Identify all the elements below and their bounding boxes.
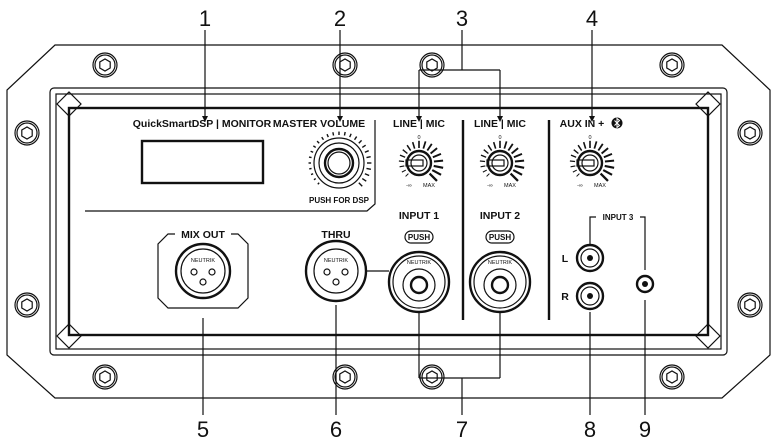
input3-label: INPUT 3	[603, 213, 634, 222]
neutrik-brand: NEUTRIK	[324, 258, 348, 264]
screw-icon	[14, 292, 40, 318]
xlr-thru[interactable]: NEUTRIK	[304, 239, 389, 303]
bevel-frame	[49, 87, 728, 356]
screw-icon	[419, 364, 445, 390]
screw-icon	[419, 52, 445, 78]
xlr-mix-out[interactable]: NEUTRIK	[174, 242, 232, 300]
knob-scale-min: -∞	[577, 183, 583, 189]
neutrik-brand: NEUTRIK	[488, 260, 512, 266]
push-label-1: PUSH	[408, 233, 430, 242]
callout-9: 9	[639, 417, 651, 442]
callout-3: 3	[456, 6, 468, 31]
callout-6: 6	[330, 417, 342, 442]
dsp-section-border	[85, 120, 376, 212]
input3-bracket	[589, 216, 646, 270]
neutrik-brand: NEUTRIK	[407, 260, 431, 266]
inner-frame	[55, 93, 722, 350]
screw-icon	[332, 364, 358, 390]
callout-4: 4	[586, 6, 598, 31]
outer-frame	[6, 44, 771, 399]
screw-icon	[659, 364, 685, 390]
screw-icon	[659, 52, 685, 78]
callout-lines	[202, 30, 646, 415]
push-release-1[interactable]	[404, 230, 434, 244]
knob-scale-max: MAX	[594, 183, 606, 189]
push-for-dsp-label: PUSH FOR DSP	[309, 196, 370, 205]
master-volume-label: MASTER VOLUME	[273, 118, 365, 130]
knob-scale-max: MAX	[504, 183, 516, 189]
push-label-2: PUSH	[489, 233, 511, 242]
panel-face	[67, 106, 710, 337]
rca-right-label: R	[561, 291, 569, 303]
master-volume-knob[interactable]	[308, 131, 372, 189]
callout-7: 7	[456, 417, 468, 442]
screws	[14, 52, 763, 390]
mix-out-bracket	[157, 233, 249, 309]
display-label: QuickSmartDSP | MONITOR	[133, 118, 272, 130]
push-release-2[interactable]	[485, 230, 515, 244]
input2-label: INPUT 2	[480, 210, 520, 222]
rca-right-jack[interactable]	[575, 281, 605, 311]
callout-2: 2	[334, 6, 346, 31]
mix-out-label: MIX OUT	[181, 229, 225, 241]
combo-jack-input-2[interactable]: NEUTRIK	[468, 250, 532, 314]
aux-mini-jack[interactable]	[635, 274, 655, 294]
screw-icon	[92, 364, 118, 390]
knob-scale-min: -∞	[487, 183, 493, 189]
combo-jack-input-1[interactable]: NEUTRIK	[387, 250, 451, 314]
knob-scale-max: MAX	[423, 183, 435, 189]
aux-gain-knob[interactable]: 0 -∞ MAX	[569, 135, 615, 189]
input1-gain-label: LINE | MIC	[393, 118, 445, 130]
knob-scale-min: -∞	[406, 183, 412, 189]
screw-icon	[737, 120, 763, 146]
callout-8: 8	[584, 417, 596, 442]
neutrik-brand: NEUTRIK	[191, 258, 215, 264]
screw-icon	[332, 52, 358, 78]
callout-arrows	[202, 116, 595, 122]
screw-icon	[737, 292, 763, 318]
input2-gain-knob[interactable]: 0 -∞ MAX	[479, 135, 525, 189]
thru-label: THRU	[321, 229, 350, 241]
lcd-display	[140, 139, 265, 185]
knob-scale-zero: 0	[498, 135, 501, 141]
input2-gain-label: LINE | MIC	[474, 118, 526, 130]
corner-bevels	[56, 91, 721, 349]
rca-left-label: L	[562, 253, 569, 265]
callout-1: 1	[199, 6, 211, 31]
screw-icon	[14, 120, 40, 146]
rca-left-jack[interactable]	[575, 243, 605, 273]
bluetooth-icon	[611, 117, 623, 129]
input1-label: INPUT 1	[399, 210, 439, 222]
knob-scale-zero: 0	[417, 135, 420, 141]
callout-5: 5	[197, 417, 209, 442]
aux-in-label: AUX IN +	[560, 118, 605, 130]
knob-scale-zero: 0	[588, 135, 591, 141]
screw-icon	[92, 52, 118, 78]
input1-gain-knob[interactable]: 0 -∞ MAX	[398, 135, 444, 189]
